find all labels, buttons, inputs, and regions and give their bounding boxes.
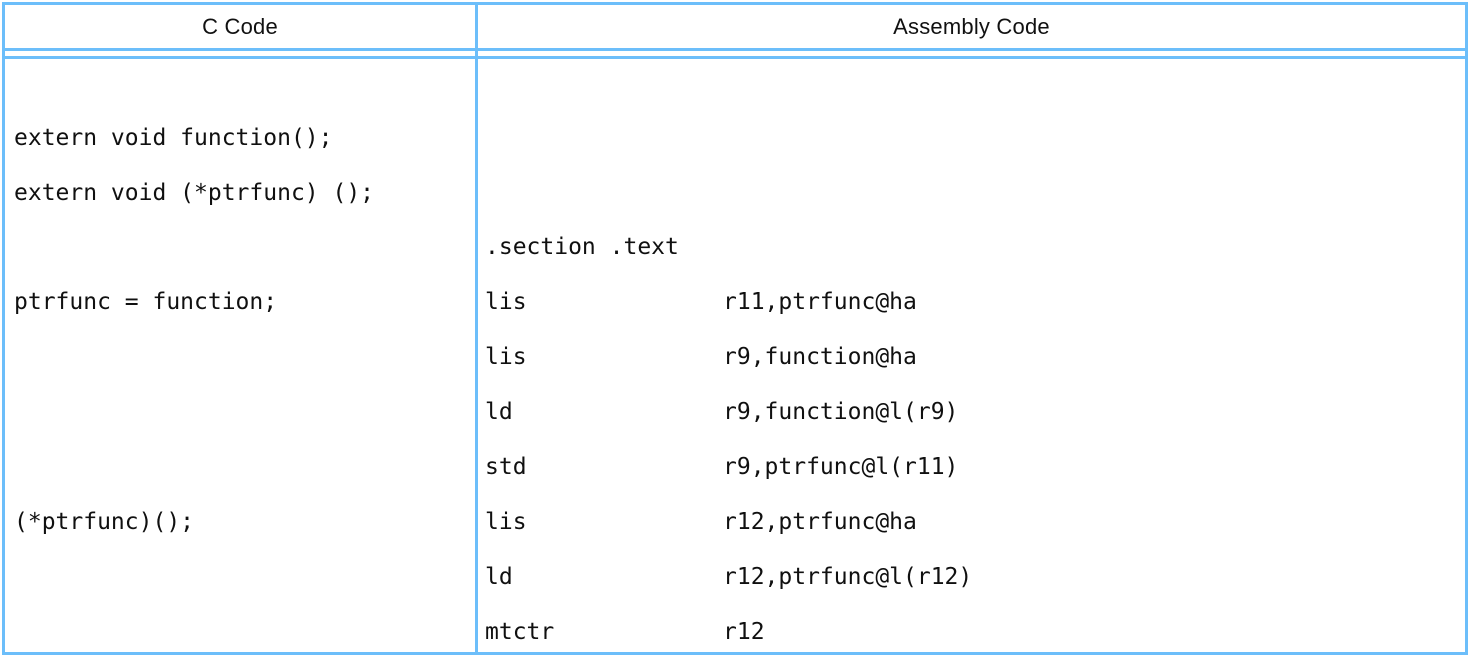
assembly-operand: r9,function@ha (723, 344, 917, 370)
code-comparison-table: C Code Assembly Code extern void functio… (2, 2, 1468, 655)
assembly-code-cell: .section .text lis r11,ptrfunc@ha lis r9,fun… (478, 59, 1465, 655)
assembly-code-line: .section .text (478, 220, 679, 275)
assembly-mnemonic: std (485, 454, 527, 480)
column-header-assembly-code: Assembly Code (893, 13, 1050, 39)
assembly-code-line: mtctr r12 (478, 605, 765, 655)
column-header-c-code: C Code (5, 5, 478, 48)
assembly-operand: r9,ptrfunc@l(r11) (723, 454, 959, 480)
assembly-code-line: lis r11,ptrfunc@ha (478, 275, 917, 330)
assembly-mnemonic: ld (485, 399, 513, 425)
header-rule-outer (5, 48, 1465, 51)
assembly-directive: .section .text (485, 234, 679, 260)
table-header-row: C Code Assembly Code (5, 5, 1465, 48)
table-body-row: extern void function(); extern void (*ptr… (5, 59, 1465, 655)
assembly-mnemonic: lis (485, 509, 527, 535)
c-code-cell: extern void function(); extern void (*ptr… (5, 59, 478, 655)
c-code-line: (*ptrfunc)(); (14, 509, 195, 535)
header-rule-gap (5, 51, 1465, 56)
c-code-line: extern void (*ptrfunc) (); (14, 180, 375, 206)
assembly-mnemonic: lis (485, 344, 527, 370)
header-rule-gap-left (5, 51, 478, 56)
assembly-code-line: lis r12,ptrfunc@ha (478, 495, 917, 550)
assembly-mnemonic: lis (485, 289, 527, 315)
header-rule-inner (5, 56, 1465, 59)
assembly-code-line: ld r9,function@l(r9) (478, 385, 958, 440)
assembly-operand: r12,ptrfunc@ha (723, 509, 917, 535)
assembly-code-line: lis r9,function@ha (478, 330, 917, 385)
header-rule-gap-right (478, 51, 1465, 56)
assembly-mnemonic: mtctr (485, 619, 555, 645)
assembly-mnemonic: ld (485, 564, 513, 590)
c-code-line: ptrfunc = function; (14, 289, 278, 315)
c-code-line: extern void function(); (14, 125, 333, 151)
assembly-operand: r11,ptrfunc@ha (723, 289, 917, 315)
assembly-operand: r9,function@l(r9) (723, 399, 959, 425)
assembly-operand: r12,ptrfunc@l(r12) (723, 564, 973, 590)
assembly-code-line: std r9,ptrfunc@l(r11) (478, 440, 958, 495)
assembly-code-line: ld r12,ptrfunc@l(r12) (478, 550, 972, 605)
assembly-operand: r12 (723, 619, 765, 645)
